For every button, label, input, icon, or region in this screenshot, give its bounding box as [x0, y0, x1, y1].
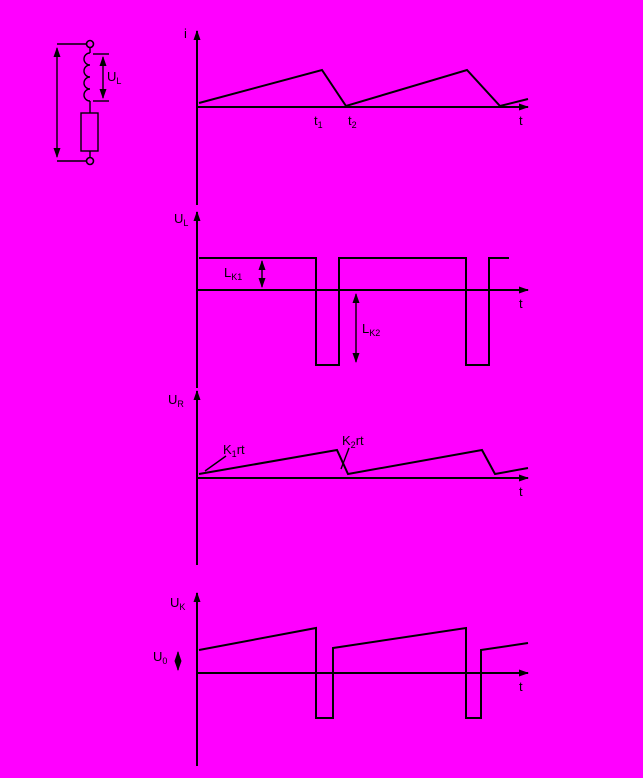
plot-current-x-label: t	[519, 113, 523, 128]
k2rt-label: K2rt	[342, 433, 364, 450]
plot-current: i t t1 t2	[184, 26, 529, 205]
circuit-top-terminal	[85, 39, 95, 49]
u0-label: U0	[153, 649, 167, 666]
plot-resistor-voltage: UR t K1rt K2rt	[168, 390, 529, 565]
k1rt-leader-line	[204, 455, 227, 472]
plot-uk-y-label: UK	[170, 595, 185, 612]
ur-waveform	[198, 448, 529, 476]
tick-label-t1: t1	[314, 113, 323, 130]
plot-ul-x-label: t	[519, 296, 523, 311]
plot-output-voltage: UK t U0	[153, 592, 529, 766]
tick-label-t2: t2	[348, 113, 357, 130]
current-waveform	[198, 68, 529, 108]
k2rt-leader-line	[340, 447, 350, 470]
plot-ul-y-label: UL	[174, 211, 188, 228]
circuit-schematic: UL	[53, 39, 121, 166]
circuit-bottom-terminal	[85, 156, 95, 166]
inductor-coil-symbol	[83, 52, 91, 102]
k1rt-label: K1rt	[223, 442, 245, 459]
plot-ur-y-label: UR	[168, 392, 184, 409]
plot-ur-x-label: t	[519, 484, 523, 499]
circuit-voltage-label: UL	[107, 69, 121, 86]
plot-uk-x-label: t	[519, 679, 523, 694]
plot-current-y-label: i	[184, 26, 187, 41]
uk-waveform	[198, 626, 529, 719]
plot-inductor-voltage: UL t LK1 LK2	[174, 211, 529, 388]
lk2-label: LK2	[362, 321, 380, 338]
lk1-label: LK1	[224, 265, 242, 282]
ul-waveform	[199, 257, 509, 366]
